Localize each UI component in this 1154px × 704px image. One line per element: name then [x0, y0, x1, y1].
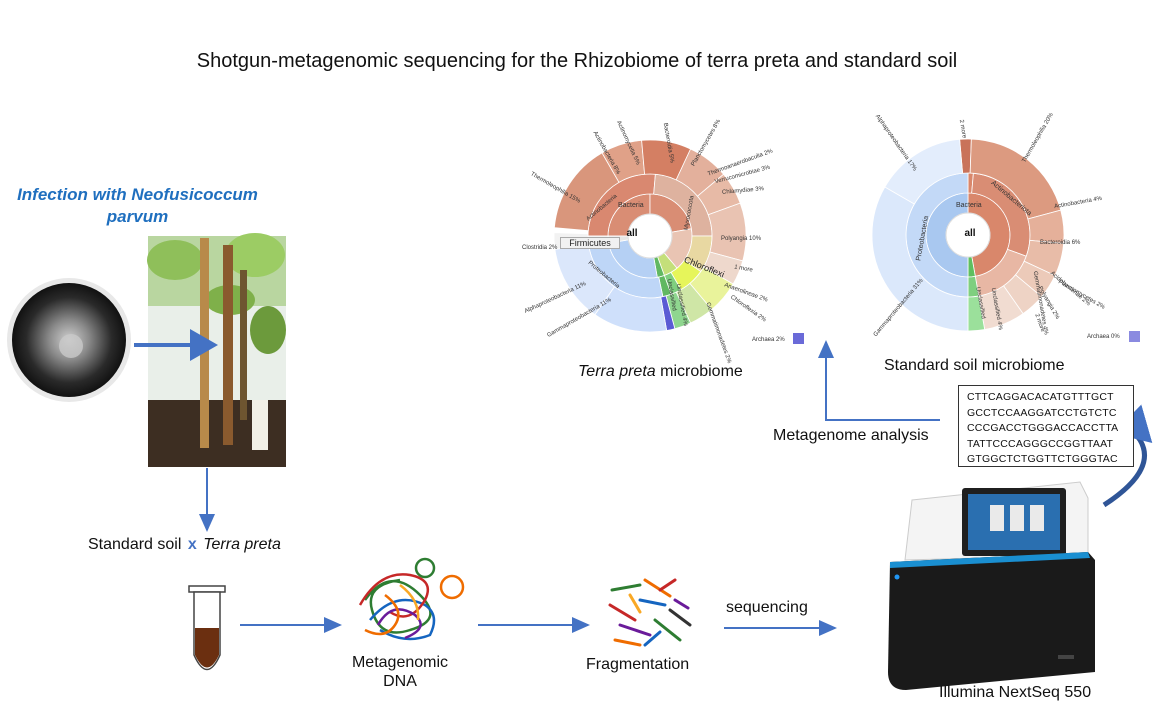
sequence-read: GTGGCTCTGGTTCTGGGTAC [967, 453, 1118, 466]
terra-krona-caption: Terra preta microbiome [578, 363, 743, 381]
terra-archaea-swatch [793, 333, 804, 344]
sequence-read: TATTCCCAGGGCCGGTTAAT [967, 437, 1114, 450]
standard-krona-chart [871, 138, 1065, 332]
instrument-label: Illumina NextSeq 550 [939, 684, 1092, 701]
standard-outer-pct: 6% [1070, 240, 1081, 246]
fragmentation-label: Fragmentation [586, 656, 690, 673]
metagenomic-dna-label: Metagenomic DNA [340, 653, 460, 691]
terra-outer-pct: 3% [753, 186, 765, 194]
infection-label: Infection with Neofusicoccum parvum [0, 184, 275, 228]
standard-order-ring [871, 186, 969, 332]
metagenomic-dna-line2: DNA [383, 673, 417, 690]
terra-preta-text: Terra preta [203, 536, 281, 553]
cross-symbol: x [187, 536, 197, 553]
terra-outer-pct: 2% [547, 245, 558, 251]
plant-photo [147, 233, 286, 467]
sequencer-image [888, 481, 1095, 690]
standard-krona-caption: Standard soil microbiome [884, 357, 1065, 374]
standard-krona-center: all [964, 228, 976, 239]
standard-archaea-swatch [1129, 331, 1140, 342]
standard-outer-label: Bacteroidia 6% [1040, 240, 1080, 246]
standard-order-ring [884, 138, 964, 205]
terra-outer-name: Clostridia [522, 245, 548, 251]
infection-label-line1: Infection with Neofusicoccum [17, 185, 258, 204]
terra-archaea-label: Archaea 2% [752, 337, 785, 343]
terra-archaea-name: Archaea [752, 337, 775, 343]
standard-archaea-name: Archaea [1087, 334, 1110, 340]
sequence-read: CTTCAGGACACATGTTTGCT [967, 391, 1114, 403]
terra-archaea-pct: 2% [776, 337, 785, 343]
terra-krona-chart [553, 136, 747, 333]
arrow-analysis-to-krona [818, 340, 940, 421]
terra-outer-label: Clostridia 2% [522, 245, 557, 251]
infection-label-line2: parvum [106, 207, 169, 226]
standard-soil-text: Standard soil [88, 536, 182, 553]
metagenome-analysis-label: Metagenome analysis [773, 427, 929, 444]
terra-krona-center: all [626, 228, 638, 239]
standard-archaea-pct: 0% [1111, 334, 1120, 340]
terra-krona-firmicutes: Firmicutes [560, 237, 620, 249]
terra-center-disc [627, 213, 673, 259]
figure-title: Shotgun-metagenomic sequencing for the R… [196, 50, 958, 72]
terra-outer-label: Polyangia 10% [721, 236, 761, 242]
terra-caption-italic: Terra preta [578, 363, 656, 380]
soil-comparison-label: Standard soil x Terra preta [88, 536, 281, 554]
standard-center-disc [945, 212, 991, 258]
sequence-read: GCCTCCAAGGATCCTGTCTC [967, 406, 1117, 419]
terra-krona-bacteria: Bacteria [618, 202, 644, 209]
terra-caption-rest: microbiome [655, 363, 743, 380]
dna-tangle-icon [358, 557, 465, 641]
petri-dish-image [7, 278, 131, 402]
dna-fragments-icon [608, 578, 692, 647]
standard-krona-bacteria: Bacteria [956, 202, 982, 209]
sequencing-label: sequencing [726, 599, 808, 616]
sequence-reads-box: CTTCAGGACACATGTTTGCT GCCTCCAAGGATCCTGTCT… [958, 385, 1134, 467]
terra-outer-pct: 10% [747, 236, 762, 242]
standard-outer-name: Bacteroidia [1040, 240, 1071, 246]
sample-tube-icon [188, 585, 226, 671]
sequence-read: CCCGACCTGGGACCACCTTA [967, 422, 1119, 435]
standard-archaea-label: Archaea 0% [1087, 334, 1120, 340]
metagenomic-dna-line1: Metagenomic [351, 654, 449, 671]
terra-outer-name: Polyangia [721, 236, 748, 242]
